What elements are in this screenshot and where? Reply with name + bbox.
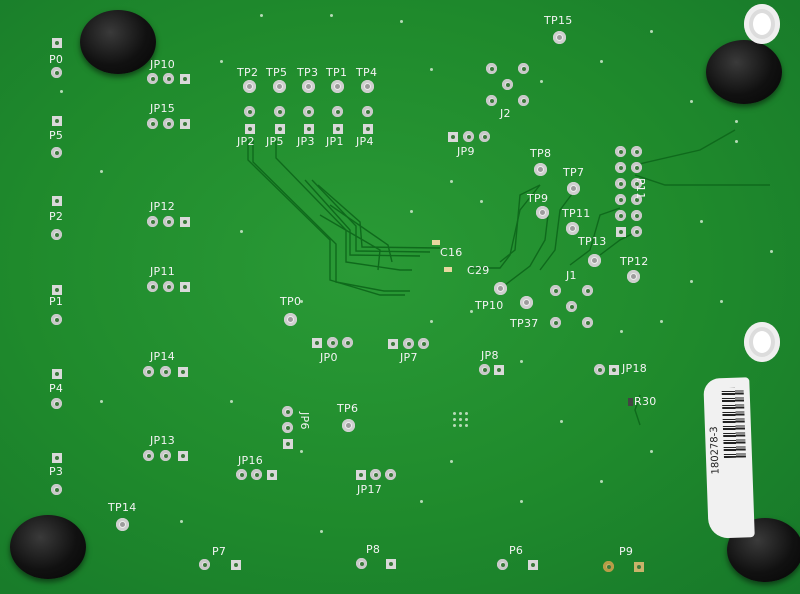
label-jp11: JP11 bbox=[150, 265, 176, 278]
label-jp4: JP4 bbox=[356, 135, 374, 148]
label-jp0: JP0 bbox=[320, 351, 338, 364]
label-jp13: JP13 bbox=[150, 434, 176, 447]
label-p1: P1 bbox=[49, 295, 64, 308]
label-tp15: TP15 bbox=[544, 14, 573, 27]
label-tp5: TP5 bbox=[266, 66, 288, 79]
label-p2: P2 bbox=[49, 210, 64, 223]
label-tp0: TP0 bbox=[280, 295, 302, 308]
mounting-hole-right bbox=[744, 322, 780, 362]
label-tp9: TP9 bbox=[527, 192, 549, 205]
label-p8: P8 bbox=[366, 543, 381, 556]
label-jp16: JP16 bbox=[238, 454, 264, 467]
label-p11: P11 bbox=[634, 178, 647, 200]
label-tp12: TP12 bbox=[620, 255, 649, 268]
label-tp11: TP11 bbox=[562, 207, 591, 220]
label-p0: P0 bbox=[49, 53, 64, 66]
label-jp5: JP5 bbox=[266, 135, 284, 148]
label-tp7: TP7 bbox=[563, 166, 585, 179]
label-jp10: JP10 bbox=[150, 58, 176, 71]
rubber-foot-top-left bbox=[80, 10, 156, 74]
label-jp15: JP15 bbox=[150, 102, 176, 115]
label-jp7: JP7 bbox=[400, 351, 418, 364]
rubber-foot-top-right bbox=[706, 40, 782, 104]
label-tp4: TP4 bbox=[356, 66, 378, 79]
label-tp14: TP14 bbox=[108, 501, 137, 514]
label-c29: C29 bbox=[467, 264, 490, 277]
label-tp8: TP8 bbox=[530, 147, 552, 160]
pad-p0-1 bbox=[52, 38, 62, 48]
label-jp9: JP9 bbox=[457, 145, 475, 158]
label-p4: P4 bbox=[49, 382, 64, 395]
label-c16: C16 bbox=[440, 246, 463, 259]
rubber-foot-bottom-left bbox=[10, 515, 86, 579]
label-j2: J2 bbox=[500, 107, 511, 120]
label-jp8: JP8 bbox=[481, 349, 499, 362]
label-jp2: JP2 bbox=[237, 135, 255, 148]
label-jp1: JP1 bbox=[326, 135, 344, 148]
label-p5: P5 bbox=[49, 129, 64, 142]
label-tp13: TP13 bbox=[578, 235, 607, 248]
label-p6: P6 bbox=[509, 544, 524, 557]
label-jp17: JP17 bbox=[357, 483, 383, 496]
label-jp3: JP3 bbox=[297, 135, 315, 148]
mounting-hole-top-right bbox=[744, 4, 780, 44]
label-tp10: TP10 bbox=[475, 299, 504, 312]
label-p7: P7 bbox=[212, 545, 227, 558]
label-jp18: JP18 bbox=[622, 362, 648, 375]
capacitor-c16 bbox=[432, 240, 440, 245]
label-jp6: JP6 bbox=[298, 412, 311, 430]
label-tp2: TP2 bbox=[237, 66, 259, 79]
label-jp12: JP12 bbox=[150, 200, 176, 213]
label-j1: J1 bbox=[566, 269, 577, 282]
label-tp3: TP3 bbox=[297, 66, 319, 79]
label-p3: P3 bbox=[49, 465, 64, 478]
resistor-r30 bbox=[628, 398, 633, 406]
pad-p0-2 bbox=[51, 67, 62, 78]
label-tp37: TP37 bbox=[510, 317, 539, 330]
label-tp1: TP1 bbox=[326, 66, 348, 79]
label-p9: P9 bbox=[619, 545, 634, 558]
label-r30: R30 bbox=[634, 395, 657, 408]
capacitor-c29 bbox=[444, 267, 452, 272]
label-jp14: JP14 bbox=[150, 350, 176, 363]
label-tp6: TP6 bbox=[337, 402, 359, 415]
